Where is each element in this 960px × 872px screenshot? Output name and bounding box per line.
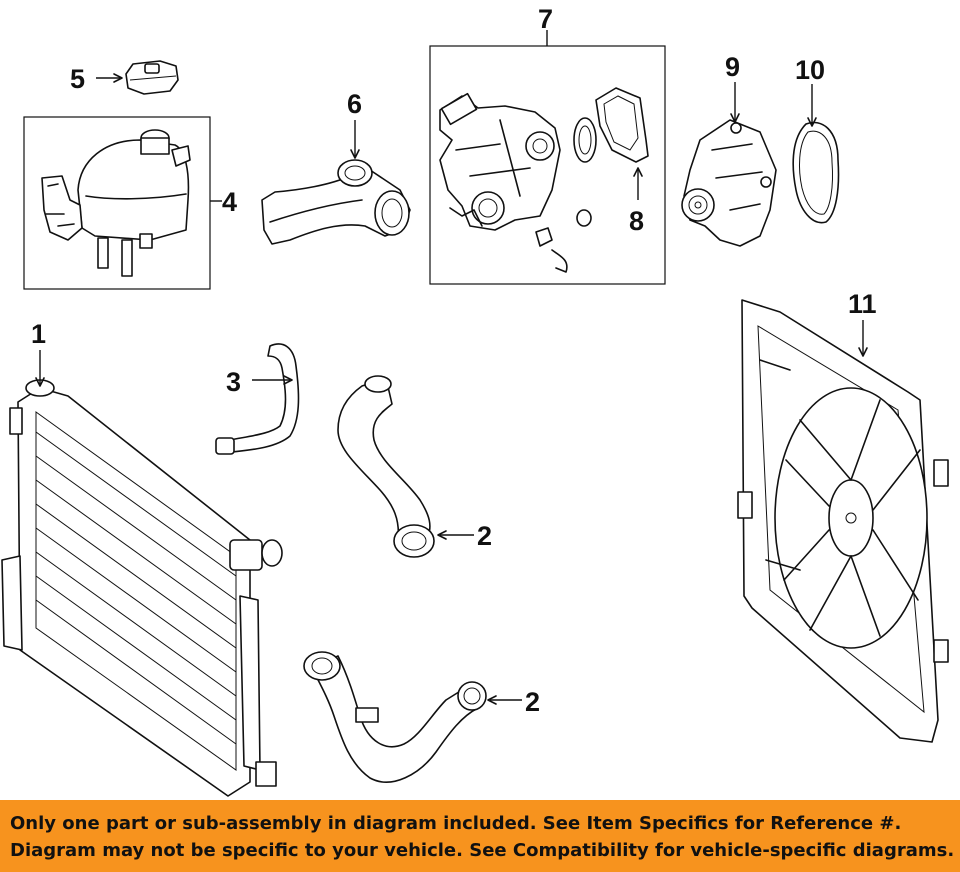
thermostat-housing-drawing xyxy=(439,92,597,273)
fan-assembly-drawing xyxy=(737,299,949,743)
callout-7: 7 xyxy=(538,4,553,34)
callout-2-lower: 2 xyxy=(525,687,540,717)
disclaimer-line-2: Diagram may not be specific to your vehi… xyxy=(10,840,955,861)
callout-3: 3 xyxy=(226,367,241,397)
disclaimer-banner: Only one part or sub-assembly in diagram… xyxy=(0,800,960,872)
coolant-reservoir-drawing xyxy=(41,129,191,277)
disclaimer-line-1: Only one part or sub-assembly in diagram… xyxy=(10,813,902,834)
reservoir-frame xyxy=(23,116,211,290)
callout-11: 11 xyxy=(848,289,877,319)
water-pump-gasket-drawing xyxy=(792,121,840,224)
callout-6: 6 xyxy=(347,89,362,119)
callout-10: 10 xyxy=(795,55,825,85)
thermostat-pipe-drawing xyxy=(261,159,411,245)
housing-gasket-drawing xyxy=(595,87,649,163)
reservoir-cap-drawing xyxy=(125,60,179,95)
water-pump-drawing xyxy=(681,119,777,247)
upper-radiator-hose-drawing xyxy=(337,375,435,558)
lower-radiator-hose-drawing xyxy=(303,651,487,783)
callout-5: 5 xyxy=(70,64,85,94)
callout-9: 9 xyxy=(725,52,740,82)
parts-diagram: 5 4 6 7 8 9 10 1 3 2 2 11 xyxy=(1,4,949,797)
callout-1: 1 xyxy=(31,319,46,349)
callout-2-upper: 2 xyxy=(477,521,492,551)
callout-8: 8 xyxy=(629,206,644,236)
bypass-hose-drawing xyxy=(215,343,300,455)
radiator-drawing xyxy=(1,379,283,797)
callout-4: 4 xyxy=(222,187,237,217)
leader-lines xyxy=(35,30,868,705)
